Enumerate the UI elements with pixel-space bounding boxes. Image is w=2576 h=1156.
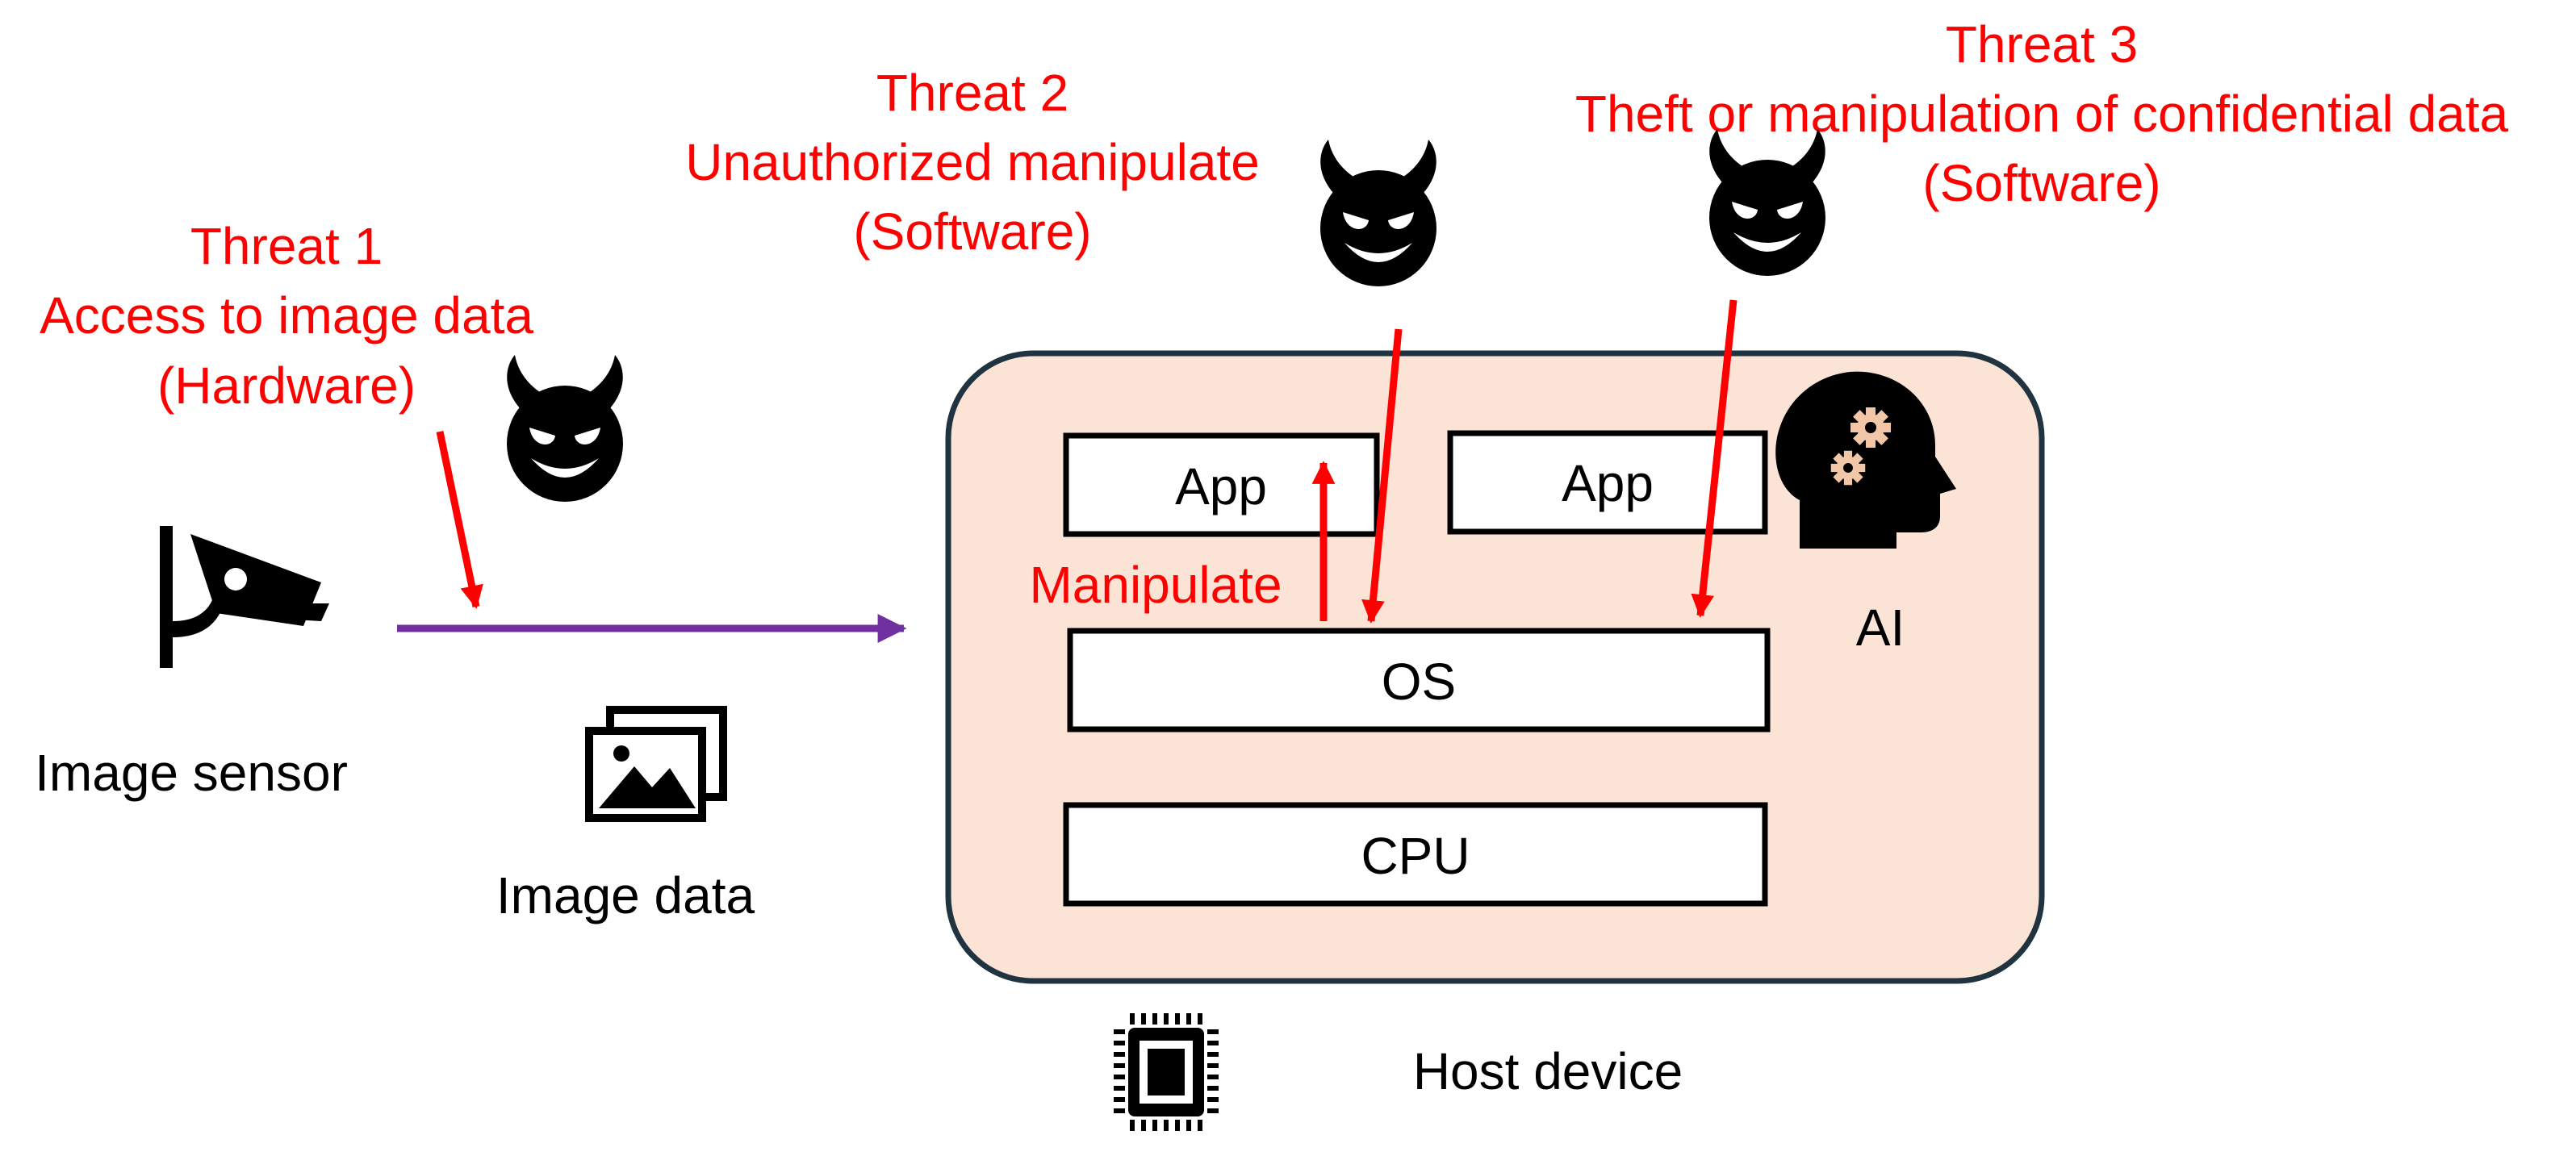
- os-label: OS: [1382, 653, 1456, 711]
- threat-2-description: Unauthorized manipulate: [685, 133, 1260, 191]
- threat-3-description: Theft or manipulation of confidential da…: [1575, 85, 2509, 143]
- app-1-label: App: [1175, 457, 1267, 515]
- threat-2-title: Threat 2: [876, 64, 1068, 122]
- ai-label: AI: [1856, 599, 1905, 657]
- threat-1-description: Access to image data: [40, 286, 533, 344]
- threat-1-title: Threat 1: [190, 217, 383, 275]
- threat-3-arrow: [1691, 299, 1738, 618]
- threat-2-category: (Software): [853, 202, 1091, 261]
- cpu-label: CPU: [1361, 827, 1470, 885]
- image-sensor-label: Image sensor: [35, 744, 348, 802]
- image-gallery-icon: [585, 706, 727, 822]
- threat-3-label: Threat 3 Theft or manipulation of confid…: [1575, 15, 2509, 212]
- threat-1-label: Threat 1 Access to image data (Hardware): [40, 217, 533, 415]
- threat-3-title: Threat 3: [1946, 15, 2138, 73]
- cpu-chip-icon: [1114, 1013, 1219, 1131]
- head-gears-icon: [1775, 371, 1956, 549]
- host-device-label: Host device: [1413, 1042, 1683, 1100]
- cpu-box: [1063, 802, 1768, 907]
- devil-icon: [507, 355, 623, 502]
- threat-2-arrow: [1361, 328, 1403, 624]
- os-box: [1067, 628, 1771, 732]
- manipulate-label: Manipulate: [1029, 556, 1282, 614]
- devil-icon: [1320, 140, 1436, 286]
- threat-1-category: (Hardware): [157, 357, 416, 415]
- threat-2-label: Threat 2 Unauthorized manipulate (Softwa…: [685, 64, 1260, 261]
- threat-1-arrow: [436, 431, 483, 609]
- threat-3-category: (Software): [1922, 154, 2160, 212]
- app-2-label: App: [1562, 454, 1654, 512]
- devil-icon: [1709, 129, 1825, 276]
- image-data-label: Image data: [496, 866, 755, 924]
- security-camera-icon: [160, 526, 329, 668]
